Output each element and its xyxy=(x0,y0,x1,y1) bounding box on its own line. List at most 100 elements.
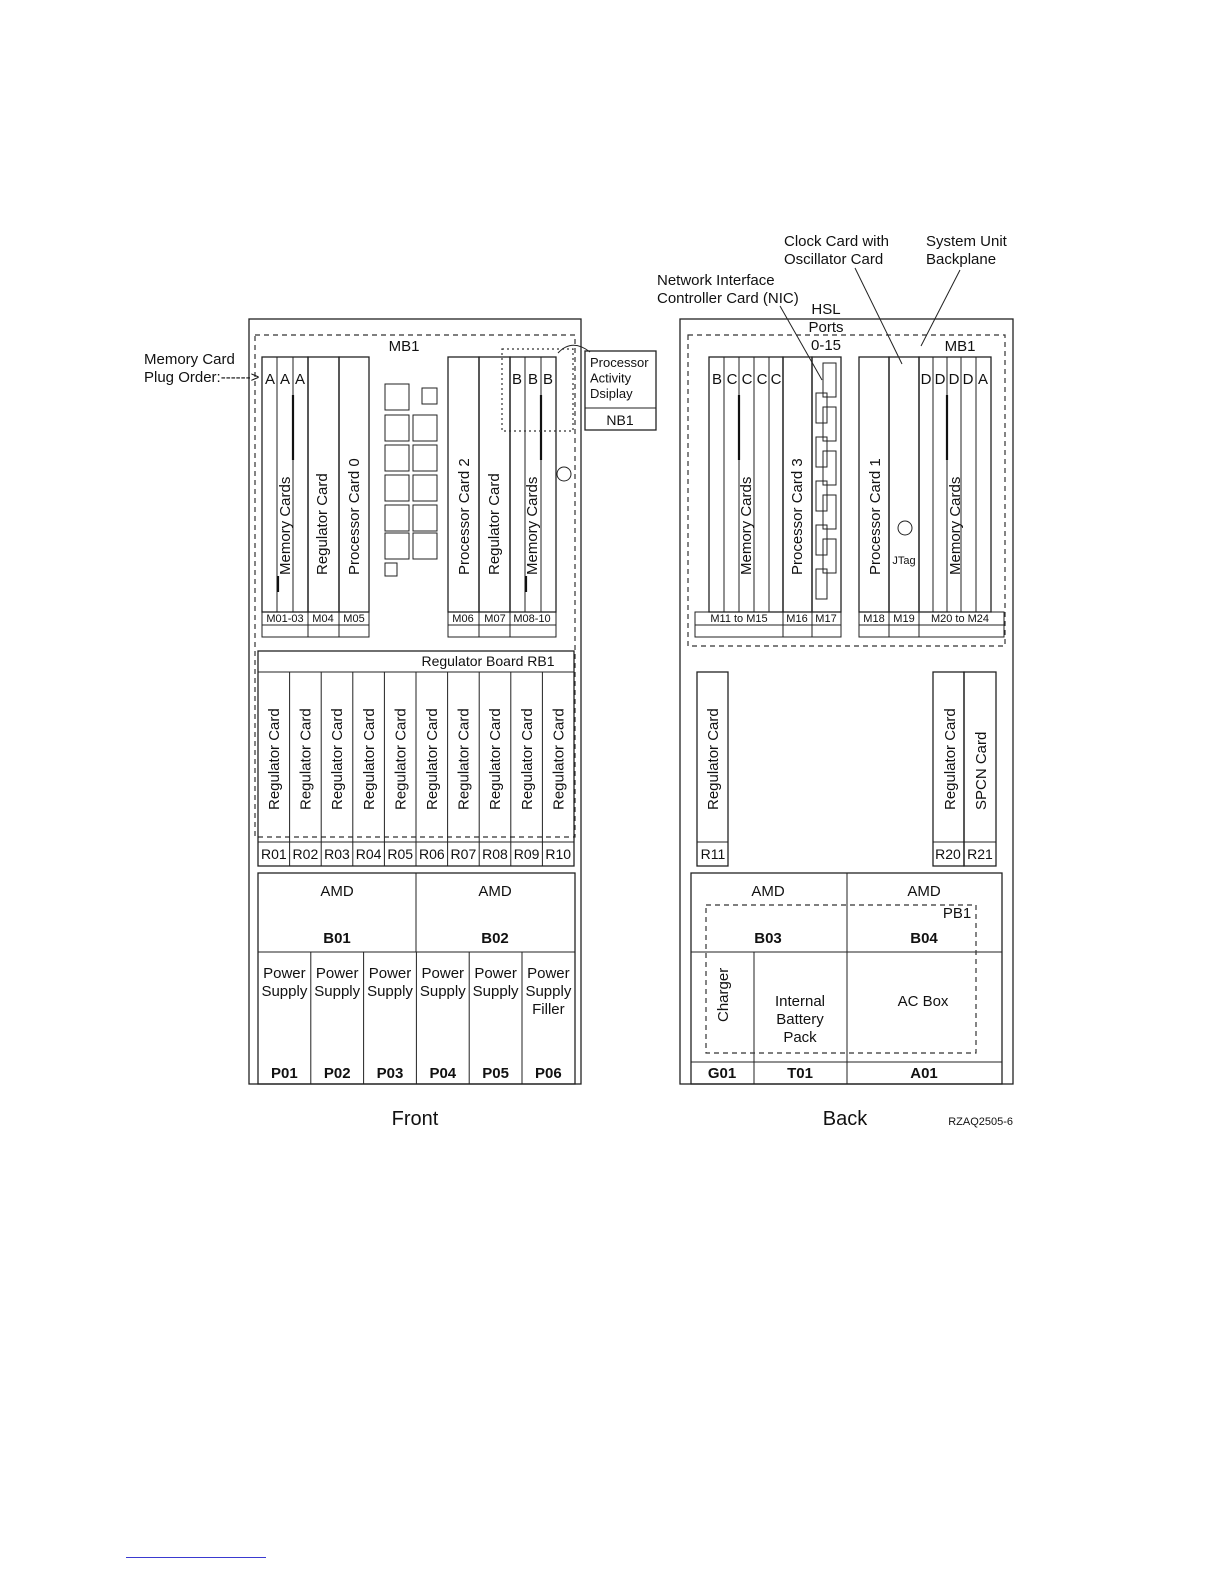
slot-id-m16: M16 xyxy=(786,613,807,625)
slot-id-m07: M07 xyxy=(484,613,505,625)
power-supply-id: P04 xyxy=(429,1065,456,1082)
slot-id-m11-m15: M11 to M15 xyxy=(710,613,767,625)
slot-id-m01-03: M01-03 xyxy=(266,613,303,625)
clock-card-slot-m19 xyxy=(888,356,920,613)
plug-letter: B xyxy=(512,371,522,388)
plug-letter: A xyxy=(295,371,305,388)
spcn-card-label: SPCN Card xyxy=(973,732,990,810)
plug-letter: D xyxy=(921,371,932,388)
regulator-id: R09 xyxy=(514,846,540,862)
slot-id-m04: M04 xyxy=(312,613,333,625)
jtag-circle xyxy=(897,520,913,536)
regulator-card-label: Regulator Card xyxy=(456,708,473,810)
regulator-id: R07 xyxy=(451,846,477,862)
charger-id-g01: G01 xyxy=(708,1065,736,1082)
plug-letter: B xyxy=(543,371,553,388)
regulator-id: R03 xyxy=(324,846,350,862)
amd-id-b02: B02 xyxy=(481,930,509,947)
memory-cards-back-right-label: Memory Cards xyxy=(947,477,964,575)
regulator-id: R04 xyxy=(356,846,382,862)
amd-id-b01: B01 xyxy=(323,930,351,947)
charger-label: Charger xyxy=(715,968,732,1022)
memory-cards-left-label: Memory Cards xyxy=(277,477,294,575)
amd-label: AMD xyxy=(478,883,512,900)
regulator-id: R02 xyxy=(293,846,319,862)
hsl-ports xyxy=(815,362,837,600)
nb1-label: NB1 xyxy=(606,412,633,428)
pb1-outline xyxy=(705,904,977,1054)
slot-id-m17: M17 xyxy=(815,613,836,625)
footnote-rule xyxy=(126,1557,266,1558)
plug-letter: A xyxy=(978,371,988,388)
power-supply-id: P02 xyxy=(324,1065,351,1082)
processor-card-3-label: Processor Card 3 xyxy=(789,458,806,575)
nb1-location-outline xyxy=(501,348,574,432)
regulator-card-label: Regulator Card xyxy=(424,708,441,810)
plug-letter: D xyxy=(935,371,946,388)
amd-label: AMD xyxy=(751,883,785,900)
mb1-outline-back xyxy=(687,334,1006,647)
regulator-card-r11-label: Regulator Card xyxy=(705,708,722,810)
regulator-id: R10 xyxy=(545,846,571,862)
memory-cards-back-left-label: Memory Cards xyxy=(738,477,755,575)
mb1-components xyxy=(384,383,438,577)
spcn-card-r21 xyxy=(963,671,997,867)
regulator-card-label: Regulator Card xyxy=(298,708,315,810)
spcn-id-r21: R21 xyxy=(967,846,993,862)
front-caption: Front xyxy=(392,1108,439,1130)
processor-card-1-label: Processor Card 1 xyxy=(867,458,884,575)
slot-id-m18: M18 xyxy=(863,613,884,625)
regulator-id: R05 xyxy=(387,846,413,862)
slot-id-m08-10: M08-10 xyxy=(513,613,550,625)
plug-letter: B xyxy=(712,371,722,388)
plug-letter: C xyxy=(771,371,782,388)
regulator-card-label: Regulator Card xyxy=(550,708,567,810)
jtag-label: JTag xyxy=(892,555,915,567)
plug-letter: C xyxy=(757,371,768,388)
amd-label: AMD xyxy=(907,883,941,900)
plug-letter: B xyxy=(528,371,538,388)
power-supply-id: P06 xyxy=(535,1065,562,1082)
regulator-card-label: Regulator Card xyxy=(266,708,283,810)
regulator-card-label: Regulator Card xyxy=(392,708,409,810)
regulator-card-r20-label: Regulator Card xyxy=(942,708,959,810)
plug-letter: C xyxy=(742,371,753,388)
power-supply-id: P03 xyxy=(377,1065,404,1082)
plug-letter: D xyxy=(949,371,960,388)
power-supply-id: P05 xyxy=(482,1065,509,1082)
regulator-card-label: Regulator Card xyxy=(361,708,378,810)
regulator-id: R01 xyxy=(261,846,287,862)
power-supply-id: P01 xyxy=(271,1065,298,1082)
ac-box-label: AC Box xyxy=(898,993,949,1010)
slot-id-m05: M05 xyxy=(343,613,364,625)
amd-id-b03: B03 xyxy=(754,930,782,947)
slot-id-m19: M19 xyxy=(893,613,914,625)
slot-id-m06: M06 xyxy=(452,613,473,625)
mb1-label-front: MB1 xyxy=(389,338,420,355)
regulator-card-m04-label: Regulator Card xyxy=(314,473,331,575)
regulator-id: R06 xyxy=(419,846,445,862)
nb1-box xyxy=(584,350,657,431)
amd-id-b04: B04 xyxy=(910,930,938,947)
battery-id-t01: T01 xyxy=(787,1065,813,1082)
mb1-label-back: MB1 xyxy=(945,338,976,355)
plug-letter: C xyxy=(727,371,738,388)
processor-card-0-label: Processor Card 0 xyxy=(346,458,363,575)
regulator-id: R08 xyxy=(482,846,508,862)
indicator-circle xyxy=(556,466,572,482)
